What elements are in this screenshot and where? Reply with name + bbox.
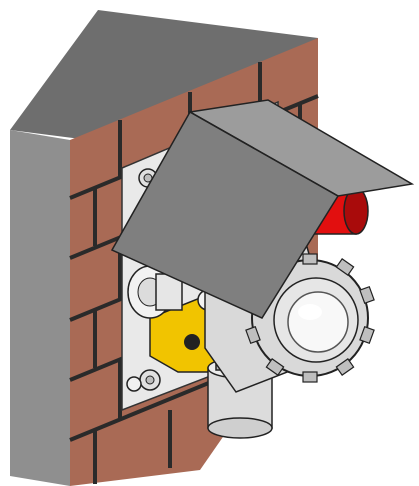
wall-left-face (10, 130, 70, 486)
hood-fold-line (189, 111, 339, 197)
cover-teeth (245, 253, 375, 383)
bolt-bottom-left-icon (126, 369, 161, 392)
rain-hood (110, 99, 415, 319)
display-window (287, 291, 349, 353)
bracket-hole-icon (184, 334, 200, 350)
display-cover (245, 253, 375, 383)
